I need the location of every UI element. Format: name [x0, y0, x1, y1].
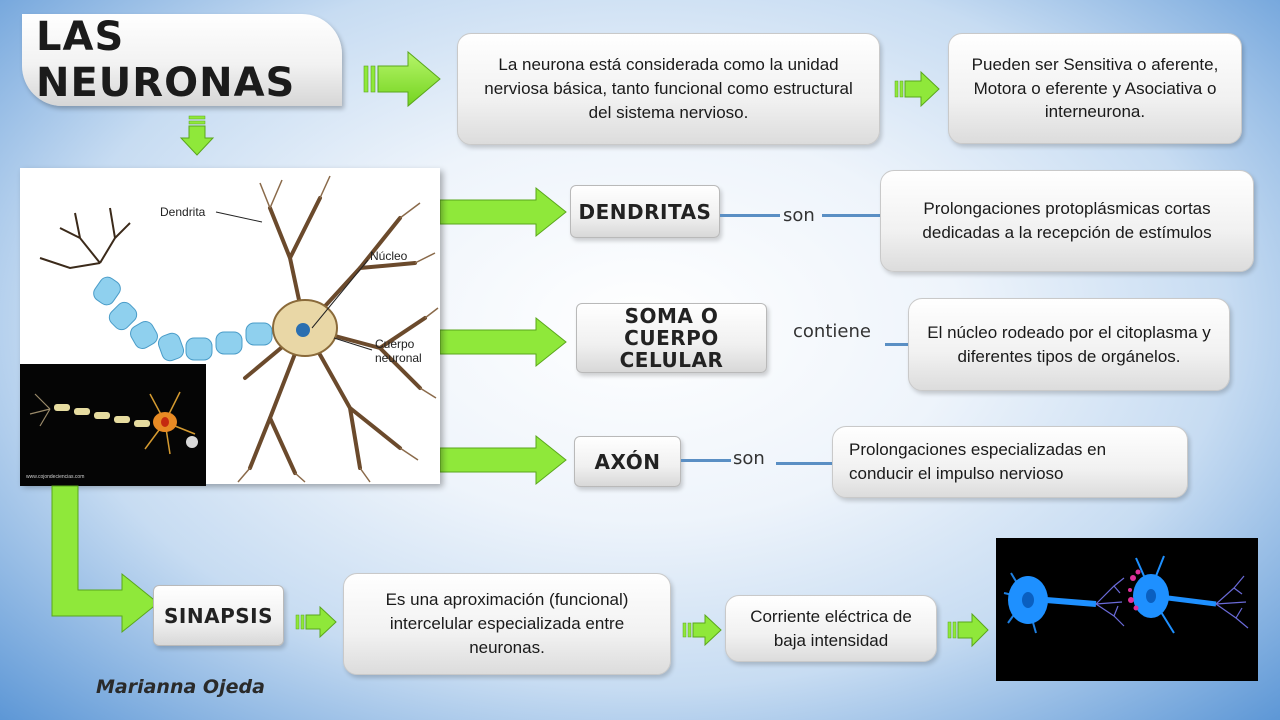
diagram-label-nucleus: Núcleo	[370, 249, 408, 263]
diagram-label-body-line1: Cuerpo	[375, 337, 415, 351]
sinapsis-label-text: SINAPSIS	[164, 603, 273, 628]
diagram-label-dendrite: Dendrita	[160, 205, 206, 219]
neuron-photo-illustration: www.cojondeciencias.com	[26, 391, 198, 480]
connector-text-contiene: contiene	[793, 321, 871, 342]
arrow-right-icon	[682, 613, 722, 647]
axon-label: AXÓN	[574, 436, 681, 487]
corriente-text: Corriente eléctrica de baja intensidad	[750, 606, 912, 650]
synapse-image	[996, 538, 1258, 681]
soma-label-text: SOMA O CUERPO CELULAR	[619, 304, 724, 372]
neuron-illustration: Dendrita Núcleo Cuerpo neuronal	[39, 175, 439, 483]
arrow-right-icon	[439, 186, 567, 238]
author-signature: Marianna Ojeda	[96, 676, 265, 698]
axon-description-box: Prolongaciones especializadas en conduci…	[832, 426, 1188, 498]
diagram-label-body-line2: neuronal	[375, 351, 422, 365]
connector-line	[720, 214, 780, 217]
title-box: LAS NEURONAS	[22, 14, 342, 106]
dendritas-label: DENDRITAS	[570, 185, 720, 238]
soma-description-box: El núcleo rodeado por el citoplasma y di…	[908, 298, 1230, 391]
arrow-right-icon	[439, 316, 567, 368]
arrow-down-icon	[179, 115, 215, 156]
intro-box: La neurona está considerada como la unid…	[457, 33, 880, 145]
arrow-right-icon	[947, 612, 989, 648]
arrow-elbow-icon	[51, 485, 159, 634]
arrow-right-icon	[894, 70, 940, 108]
sinapsis-label: SINAPSIS	[153, 585, 284, 646]
arrow-right-icon	[363, 50, 441, 108]
arrow-right-icon	[439, 434, 567, 486]
axon-description: Prolongaciones especializadas en conduci…	[849, 440, 1107, 483]
neuron-photo-inset: www.cojondeciencias.com	[20, 364, 206, 486]
arrow-right-icon	[295, 605, 337, 639]
dendritas-description-box: Prolongaciones protoplásmicas cortas ded…	[880, 170, 1254, 272]
axon-label-text: AXÓN	[594, 449, 661, 474]
connector-line	[681, 459, 731, 462]
synapse-illustration	[1003, 555, 1249, 634]
sinapsis-description-box: Es una aproximación (funcional) intercel…	[343, 573, 671, 675]
connector-line	[885, 343, 909, 346]
corriente-box: Corriente eléctrica de baja intensidad	[725, 595, 937, 662]
soma-label: SOMA O CUERPO CELULAR	[576, 303, 767, 373]
soma-description: El núcleo rodeado por el citoplasma y di…	[927, 322, 1211, 366]
types-box: Pueden ser Sensitiva o aferente, Motora …	[948, 33, 1242, 144]
dendritas-label-text: DENDRITAS	[578, 199, 712, 224]
connector-text-son: son	[783, 205, 815, 226]
inset-caption: www.cojondeciencias.com	[26, 474, 84, 480]
types-text: Pueden ser Sensitiva o aferente, Motora …	[971, 54, 1219, 122]
connector-line	[776, 462, 832, 465]
dendritas-description: Prolongaciones protoplásmicas cortas ded…	[922, 199, 1212, 242]
intro-text: La neurona está considerada como la unid…	[484, 55, 853, 122]
page-title: LAS NEURONAS	[36, 14, 296, 106]
connector-line	[822, 214, 880, 217]
sinapsis-description: Es una aproximación (funcional) intercel…	[385, 590, 629, 657]
connector-text-son: son	[733, 448, 765, 469]
